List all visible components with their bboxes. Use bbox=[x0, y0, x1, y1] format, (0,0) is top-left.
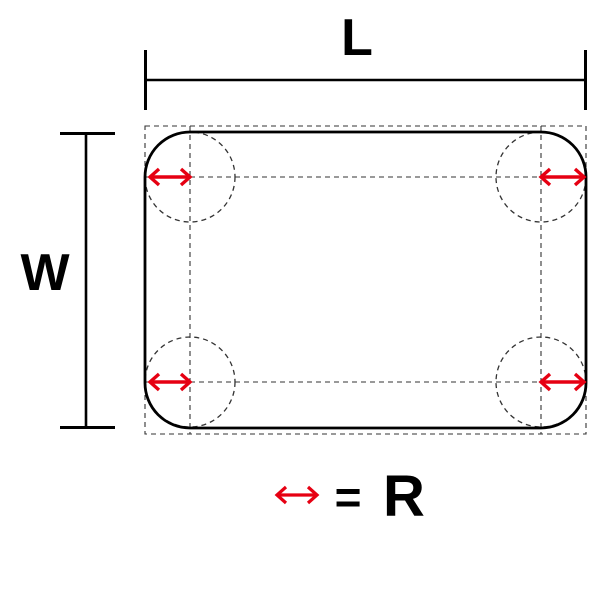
length-label: L bbox=[341, 9, 373, 67]
radius-arrows-group bbox=[147, 167, 587, 392]
construction-lines-group bbox=[144, 125, 587, 435]
legend-equals-sign: = bbox=[335, 471, 362, 523]
corner-circle-bottom-left bbox=[144, 336, 236, 428]
bottom-right-radius-arrow bbox=[538, 372, 587, 392]
legend-radius-symbol: R bbox=[383, 464, 425, 529]
bounding-box-dashed bbox=[144, 125, 587, 435]
top-right-radius-arrow bbox=[538, 167, 587, 187]
top-left-radius-arrow bbox=[147, 167, 193, 187]
width-dimension-group: W bbox=[20, 132, 115, 429]
legend-group: = R bbox=[274, 464, 425, 529]
length-dimension-group: L bbox=[144, 9, 587, 110]
legend-radius-arrow-icon bbox=[274, 485, 320, 505]
rounded-rectangle-outline bbox=[143, 130, 588, 430]
bottom-left-radius-arrow bbox=[147, 372, 193, 392]
corner-circles-group bbox=[144, 131, 587, 428]
width-label: W bbox=[20, 244, 70, 302]
